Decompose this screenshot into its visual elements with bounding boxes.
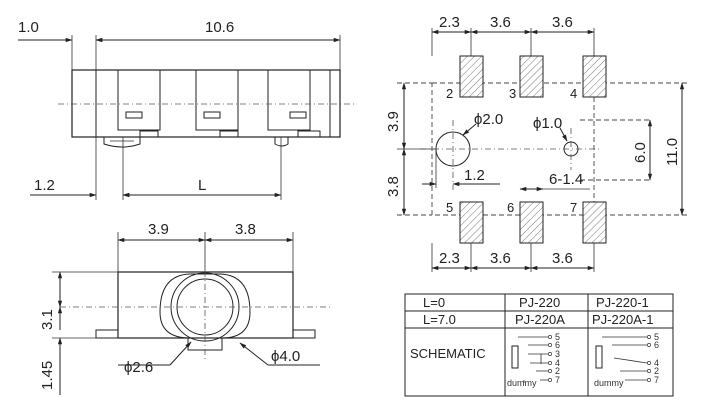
- dim-1-45: 1.45: [39, 361, 56, 390]
- schem-a-pin-3: 3: [555, 349, 560, 359]
- schem-a-pin-2: 2: [555, 366, 560, 376]
- top-view: 1.0 10.6 1.2 L: [18, 19, 355, 200]
- row-2-cond: L=7.0: [423, 312, 456, 327]
- dim-top-2-3: 2.3: [439, 14, 460, 31]
- dim-right-11-0: 11.0: [664, 138, 681, 166]
- schem-a-dummy: dummy: [507, 378, 537, 388]
- pin-7: 7: [570, 200, 577, 215]
- pin-4: 4: [570, 86, 577, 101]
- dim-hole-4-0: ϕ4.0: [271, 348, 300, 365]
- dim-top-3-6-b: 3.6: [552, 14, 573, 31]
- dim-left-3-8: 3.8: [385, 176, 402, 197]
- dim-bottom-3-6-b: 3.6: [552, 250, 573, 267]
- dim-top-3-6-a: 3.6: [490, 14, 511, 31]
- dim-left-3-9: 3.9: [385, 111, 402, 132]
- schem-b-pin-7: 7: [654, 375, 659, 385]
- schematic-a: 5 6 3 4 2 7 dummy: [507, 332, 560, 388]
- row-2-model-a: PJ-220A: [515, 312, 565, 327]
- schem-a-pin-5: 5: [555, 332, 560, 342]
- dim-offset-1-2: 1.2: [464, 167, 485, 184]
- schem-b-dummy: dummy: [594, 378, 624, 388]
- dim-hole-2-0: ϕ2.0: [474, 111, 503, 128]
- dim-bottom-3-6-a: 3.6: [490, 250, 511, 267]
- schem-b-pin-5: 5: [654, 332, 659, 342]
- pcb-footprint: 2.3 3.6 3.6 2 3 4 5 6 7 ϕ2.0 ϕ1.0: [385, 14, 690, 272]
- schematic-label: SCHEMATIC: [410, 346, 486, 361]
- schem-a-pin-4: 4: [555, 358, 560, 368]
- dim-1-2: 1.2: [34, 177, 55, 194]
- dim-3-1: 3.1: [39, 309, 56, 330]
- dim-1-0: 1.0: [18, 19, 39, 36]
- schem-b-pin-2: 2: [654, 366, 659, 376]
- dim-hole-2-6: ϕ2.6: [124, 359, 153, 376]
- pin-6: 6: [507, 200, 514, 215]
- dim-bottom-2-3: 2.3: [439, 250, 460, 267]
- pin-3: 3: [509, 86, 516, 101]
- pin-5: 5: [446, 200, 453, 215]
- dim-3-9-front: 3.9: [148, 221, 169, 238]
- schem-b-pin-6: 6: [654, 340, 659, 350]
- dim-L: L: [198, 177, 206, 194]
- pin-2: 2: [446, 86, 453, 101]
- row-2-model-b: PJ-220A-1: [592, 312, 653, 327]
- row-1-cond: L=0: [423, 295, 445, 310]
- dim-pad-6-1-4: 6-1.4: [549, 171, 583, 188]
- schematic-b: 5 6 4 2 7 dummy: [594, 332, 659, 388]
- dim-right-6-0: 6.0: [632, 142, 649, 163]
- dim-3-8-front: 3.8: [235, 221, 256, 238]
- schem-a-pin-7: 7: [555, 375, 560, 385]
- row-1-model-b: PJ-220-1: [596, 295, 649, 310]
- schem-b-pin-4: 4: [654, 358, 659, 368]
- front-view: 3.9 3.8 3.1 1.45 ϕ2.6 ϕ4.0: [39, 221, 330, 395]
- schem-a-pin-6: 6: [555, 340, 560, 350]
- dim-hole-1-0: ϕ1.0: [533, 115, 562, 132]
- row-1-model-a: PJ-220: [519, 295, 560, 310]
- dim-10-6: 10.6: [205, 19, 234, 36]
- model-table: L=0 PJ-220 PJ-220-1 L=7.0 PJ-220A PJ-220…: [404, 293, 674, 397]
